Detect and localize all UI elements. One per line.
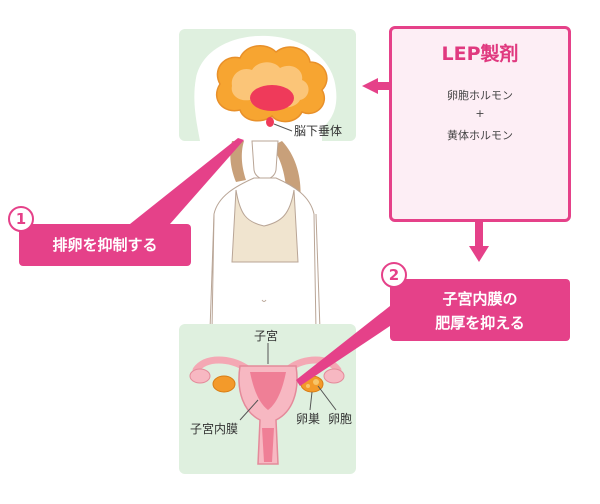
lep-title: LEP製剤 <box>441 43 519 65</box>
pituitary-leader <box>273 123 293 132</box>
uterus-drawing <box>189 343 345 465</box>
callout2-pointer <box>296 306 390 386</box>
arrow-to-brain <box>362 78 389 94</box>
callout1-box: 排卵を抑制する <box>19 224 191 266</box>
label-uterus: 子宮 <box>254 329 279 343</box>
callout1-number: 1 <box>15 210 27 228</box>
label-pituitary: 脳下垂体 <box>294 124 343 138</box>
pituitary-dot <box>266 117 274 127</box>
arrow-down-stem <box>475 222 483 248</box>
hypothalamus-shape <box>250 85 294 111</box>
callout2-box: 子宮内膜の 肥厚を抑える <box>390 279 570 341</box>
arrow-down-head <box>469 246 489 262</box>
callout2-badge: 2 <box>381 262 407 288</box>
label-follicle: 卵胞 <box>328 412 353 426</box>
callout1-pointer <box>130 138 244 224</box>
callout1-text: 排卵を抑制する <box>52 236 158 254</box>
lep-line-progestin: 黄体ホルモン <box>447 129 513 142</box>
lep-box: LEP製剤 卵胞ホルモン + 黄体ホルモン <box>389 26 571 222</box>
body-figure <box>209 140 321 331</box>
label-ovary: 卵巣 <box>296 412 321 426</box>
callout2-line2: 肥厚を抑える <box>435 314 525 332</box>
lep-line-estrogen: 卵胞ホルモン <box>447 89 513 102</box>
lep-plus: + <box>475 107 485 120</box>
callout2-line1: 子宮内膜の <box>442 290 518 308</box>
callout1-badge: 1 <box>8 206 34 232</box>
callout2-number: 2 <box>388 266 400 284</box>
label-endometrium: 子宮内膜 <box>190 422 239 436</box>
